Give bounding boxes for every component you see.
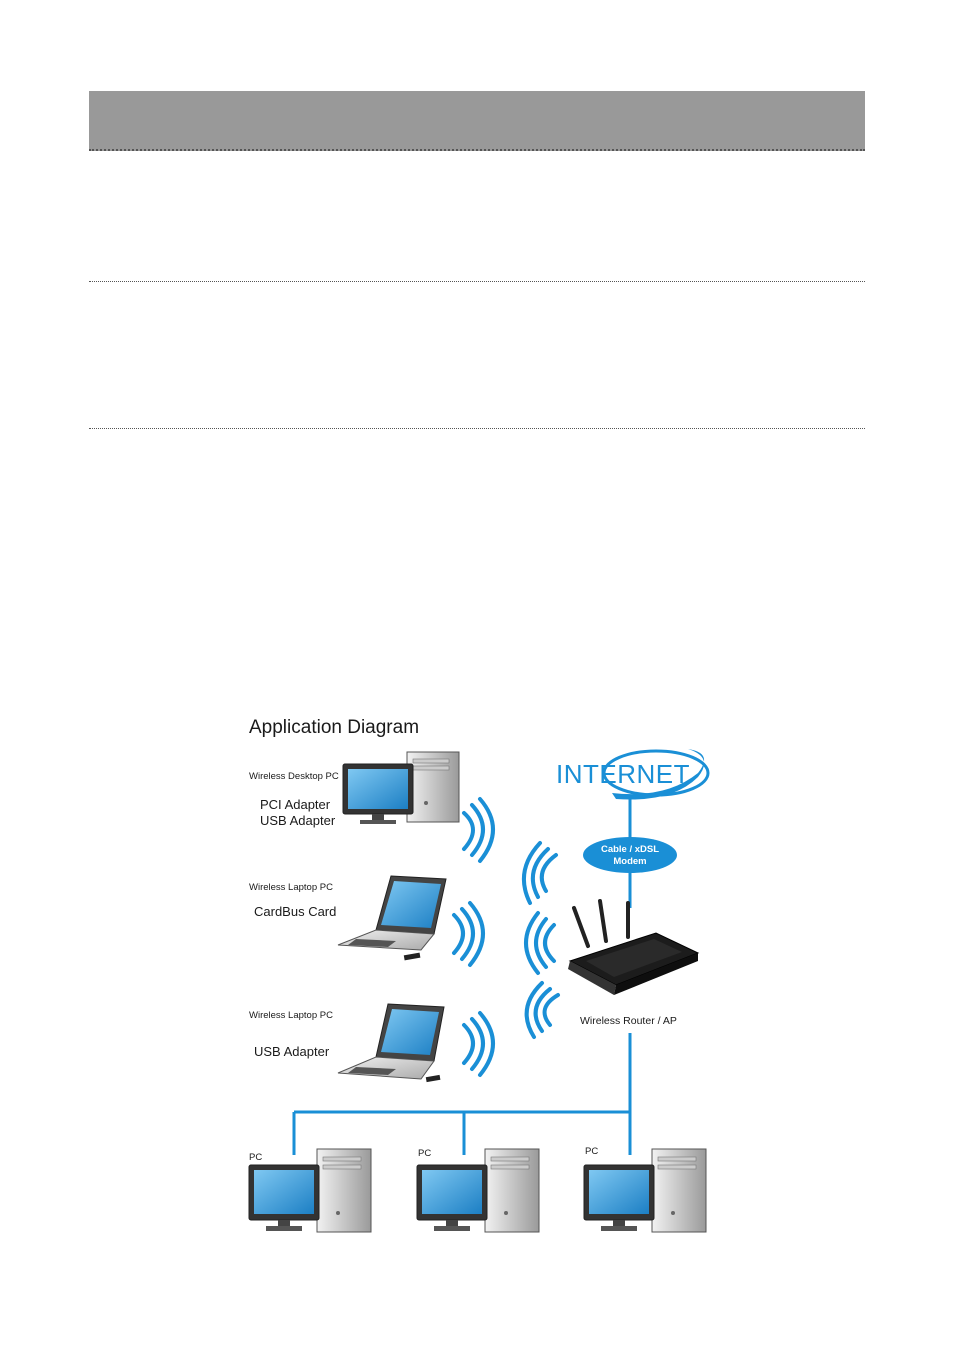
divider: [89, 281, 865, 282]
modem-icon: [583, 837, 677, 873]
client-type-label: Wireless Laptop PC: [249, 1010, 333, 1021]
adapter-label: CardBus Card: [254, 904, 336, 919]
wireless-desktop-pc: [342, 751, 460, 824]
divider: [89, 428, 865, 429]
pc-label: PC: [249, 1152, 262, 1163]
client-type-label: Wireless Desktop PC: [249, 771, 339, 782]
application-diagram: Application Diagram Wireless Desktop PC …: [236, 703, 720, 1245]
wireless-laptop-pc: [337, 875, 447, 961]
internet-label: INTERNET: [556, 759, 690, 789]
wireless-signal-icon: [452, 901, 485, 967]
wireless-signal-icon: [524, 981, 560, 1039]
wireless-signal-icon: [522, 841, 558, 905]
pc-label: PC: [418, 1148, 431, 1159]
client-type-label: Wireless Laptop PC: [249, 882, 333, 893]
wireless-signal-icon: [524, 911, 556, 975]
pc-label: PC: [585, 1146, 598, 1157]
wireless-signal-icon: [462, 1011, 495, 1077]
internet-cloud-icon: [602, 749, 710, 800]
wireless-laptop-pc: [337, 1003, 445, 1083]
section-header-bar: [89, 91, 865, 151]
adapter-label: USB Adapter: [254, 1044, 330, 1059]
adapter-label: PCI Adapter: [260, 797, 331, 812]
adapter-label: USB Adapter: [260, 813, 336, 828]
modem-label: Cable / xDSL: [601, 844, 659, 855]
router-label: Wireless Router / AP: [580, 1015, 677, 1027]
wireless-signal-icon: [462, 797, 495, 863]
wired-pc: [583, 1148, 707, 1233]
diagram-title: Application Diagram: [249, 717, 419, 738]
wireless-router-icon: [568, 899, 700, 995]
wired-pc: [248, 1148, 372, 1233]
modem-label: Modem: [613, 856, 646, 867]
wired-network-lines: [292, 1033, 632, 1155]
wired-pc: [416, 1148, 540, 1233]
